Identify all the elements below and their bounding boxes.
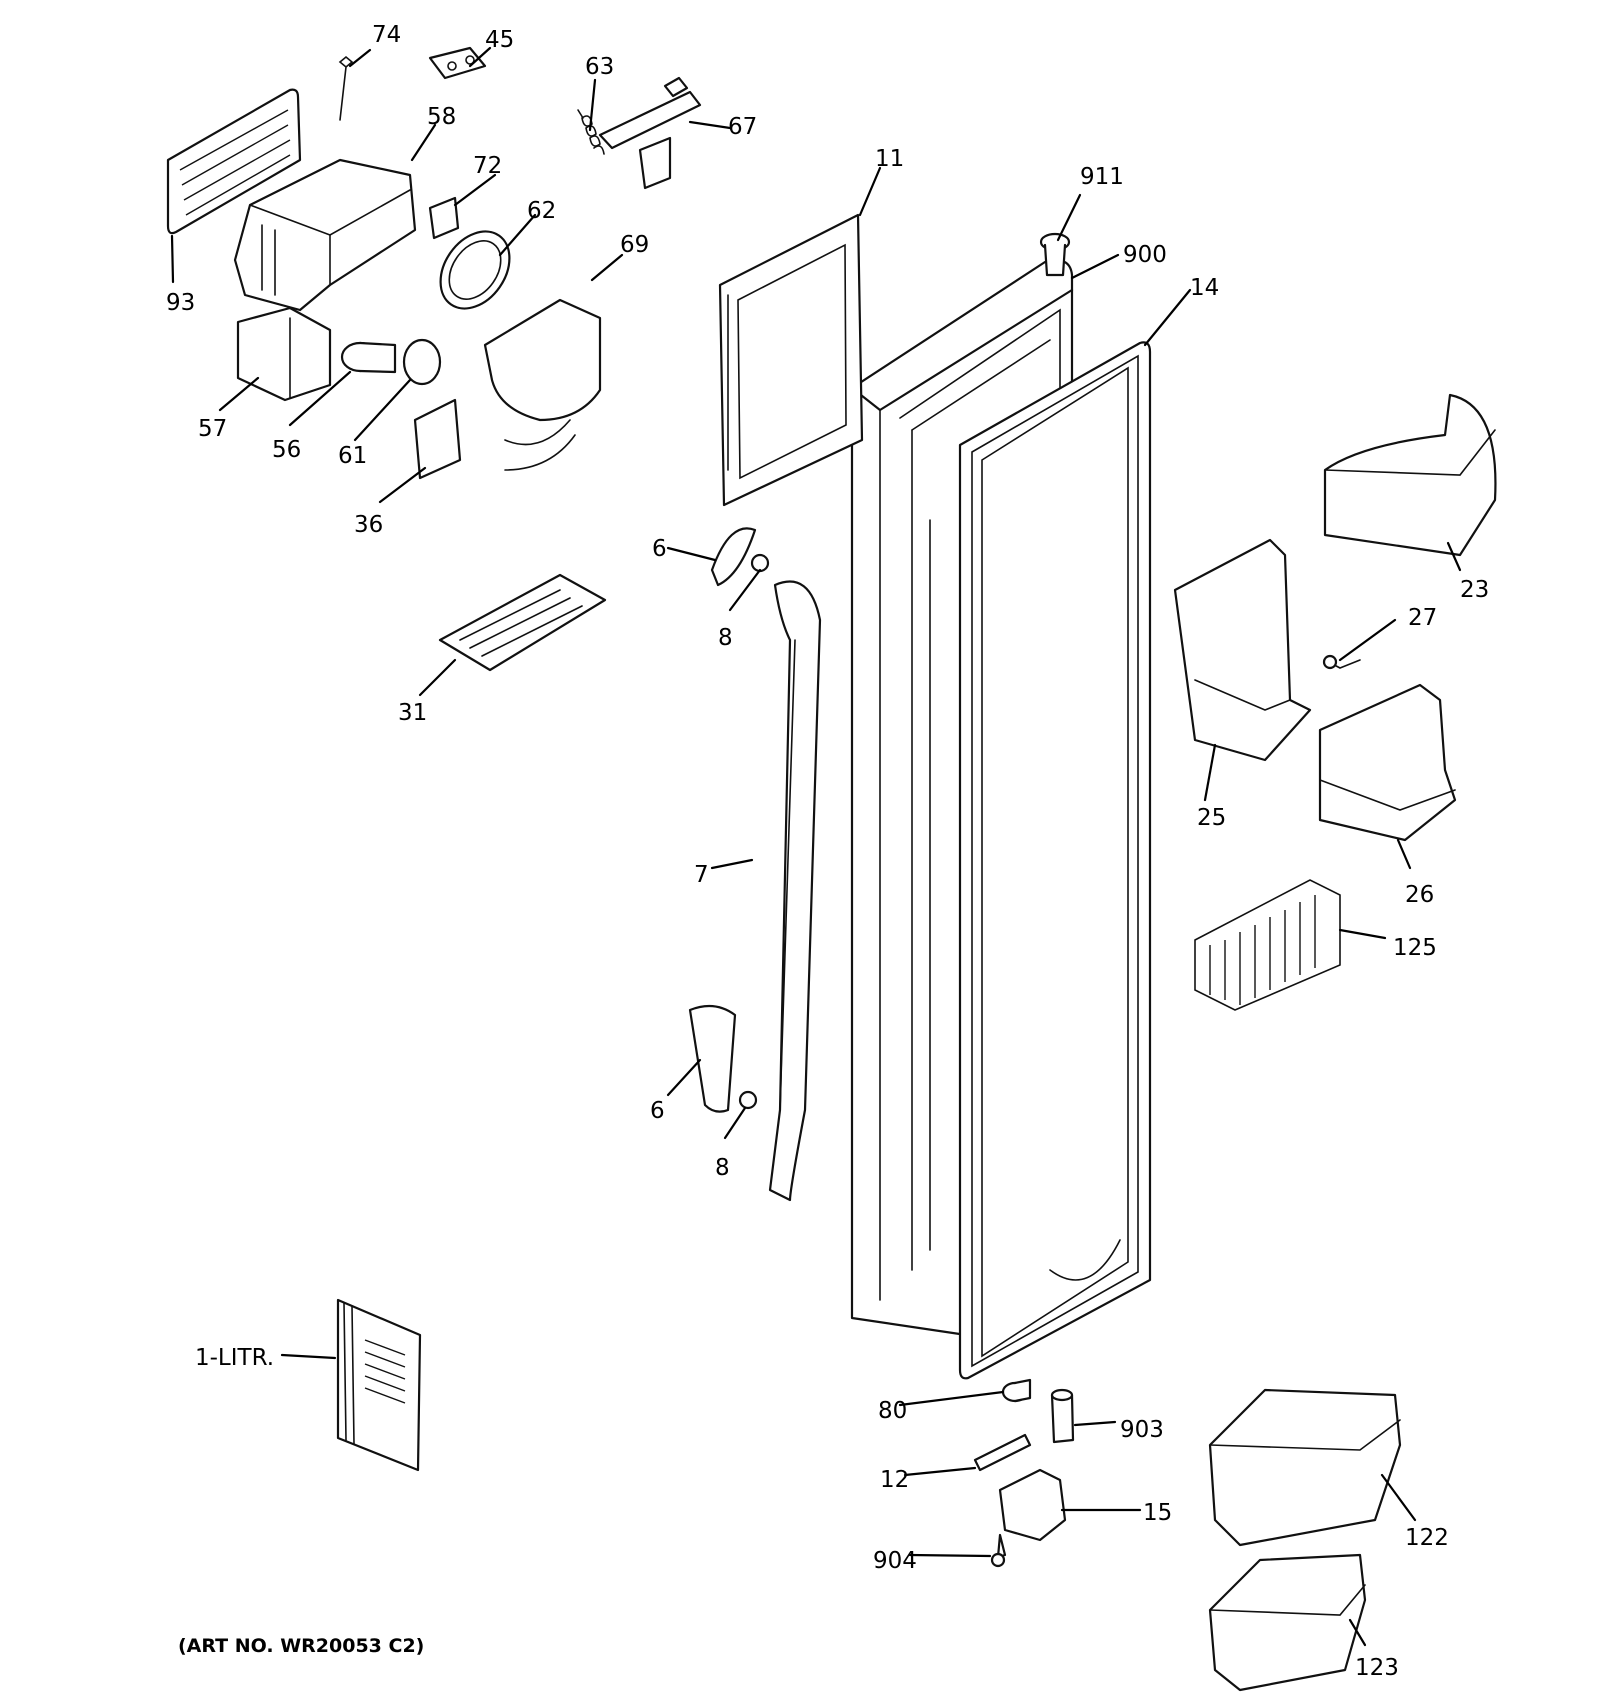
- door-gasket: [958, 341, 1152, 1380]
- callout-72: 72: [473, 153, 502, 179]
- callout-27: 27: [1408, 605, 1437, 631]
- art-number: (ART NO. WR20053 C2): [178, 1635, 424, 1657]
- bin-cover-23: [1323, 393, 1497, 557]
- dispenser-housing-58: [233, 158, 417, 312]
- control-panel-93: [166, 88, 302, 235]
- callout-11: 11: [875, 146, 904, 172]
- literature-1-litr: [336, 1298, 422, 1472]
- callout-903: 903: [1120, 1417, 1164, 1443]
- callout-12: 12: [880, 1467, 909, 1493]
- drip-tray-31: [438, 573, 607, 672]
- door-handle-7: [768, 580, 822, 1202]
- callout-80: 80: [878, 1398, 907, 1424]
- bracket-12: [973, 1433, 1032, 1472]
- chute-69: [483, 298, 602, 471]
- callout-57: 57: [198, 416, 227, 442]
- handle-cap-6b: [688, 1004, 737, 1113]
- callout-74: 74: [372, 22, 401, 48]
- bushing-911: [1039, 232, 1071, 277]
- housing-57: [236, 306, 332, 402]
- callout-7: 7: [694, 862, 709, 888]
- bushing-80: [1001, 1378, 1032, 1403]
- auger-61: [402, 338, 442, 386]
- callout-123: 123: [1355, 1655, 1399, 1681]
- callout-23: 23: [1460, 577, 1489, 603]
- lever-67: [598, 76, 702, 190]
- bracket-36: [413, 398, 462, 480]
- bushing-56: [340, 341, 397, 374]
- screw-27: [1322, 654, 1361, 670]
- callout-911: 911: [1080, 164, 1124, 190]
- pin-903: [1050, 1388, 1075, 1444]
- callout-26: 26: [1405, 882, 1434, 908]
- leader-lines: [170, 46, 1462, 1647]
- callout-125: 125: [1393, 935, 1437, 961]
- callout-61: 61: [338, 443, 367, 469]
- callout-58: 58: [427, 104, 456, 130]
- bracket-45: [428, 46, 487, 80]
- callout-labels: 74 45 63 67 58 72 62 69 93 57 56 61 36 1…: [166, 22, 1489, 1681]
- callout-36: 36: [354, 512, 383, 538]
- bin-123: [1208, 1553, 1367, 1692]
- motor-ring-62: [439, 230, 511, 310]
- callout-6-upper: 6: [652, 536, 667, 562]
- screw-8a: [750, 553, 770, 573]
- callout-67: 67: [728, 114, 757, 140]
- switch-72: [428, 196, 460, 240]
- callout-62: 62: [527, 198, 556, 224]
- inner-panel: [718, 213, 864, 507]
- hinge-15: [998, 1468, 1067, 1542]
- callout-31: 31: [398, 700, 427, 726]
- bin-25: [1173, 538, 1312, 762]
- callout-8-lower: 8: [715, 1155, 730, 1181]
- callout-904: 904: [873, 1548, 917, 1574]
- screw-904: [990, 1533, 1007, 1568]
- screw-8b: [738, 1090, 758, 1110]
- spring-74: [338, 55, 354, 121]
- callout-900: 900: [1123, 242, 1167, 268]
- callout-14: 14: [1190, 275, 1219, 301]
- bin-122: [1208, 1388, 1402, 1547]
- callout-63: 63: [585, 54, 614, 80]
- callout-25: 25: [1197, 805, 1226, 831]
- handle-cap-6a: [710, 527, 757, 587]
- callout-6-lower: 6: [650, 1098, 665, 1124]
- callout-1-litr: 1-LITR.: [195, 1345, 274, 1371]
- callout-45: 45: [485, 27, 514, 53]
- callout-15: 15: [1143, 1500, 1172, 1526]
- callout-69: 69: [620, 232, 649, 258]
- wire-basket-125: [1194, 879, 1341, 1011]
- spring-63: [577, 109, 605, 155]
- bin-26: [1318, 683, 1457, 842]
- callout-8-upper: 8: [718, 625, 733, 651]
- callout-93: 93: [166, 290, 195, 316]
- callout-122: 122: [1405, 1525, 1449, 1551]
- callout-56: 56: [272, 437, 301, 463]
